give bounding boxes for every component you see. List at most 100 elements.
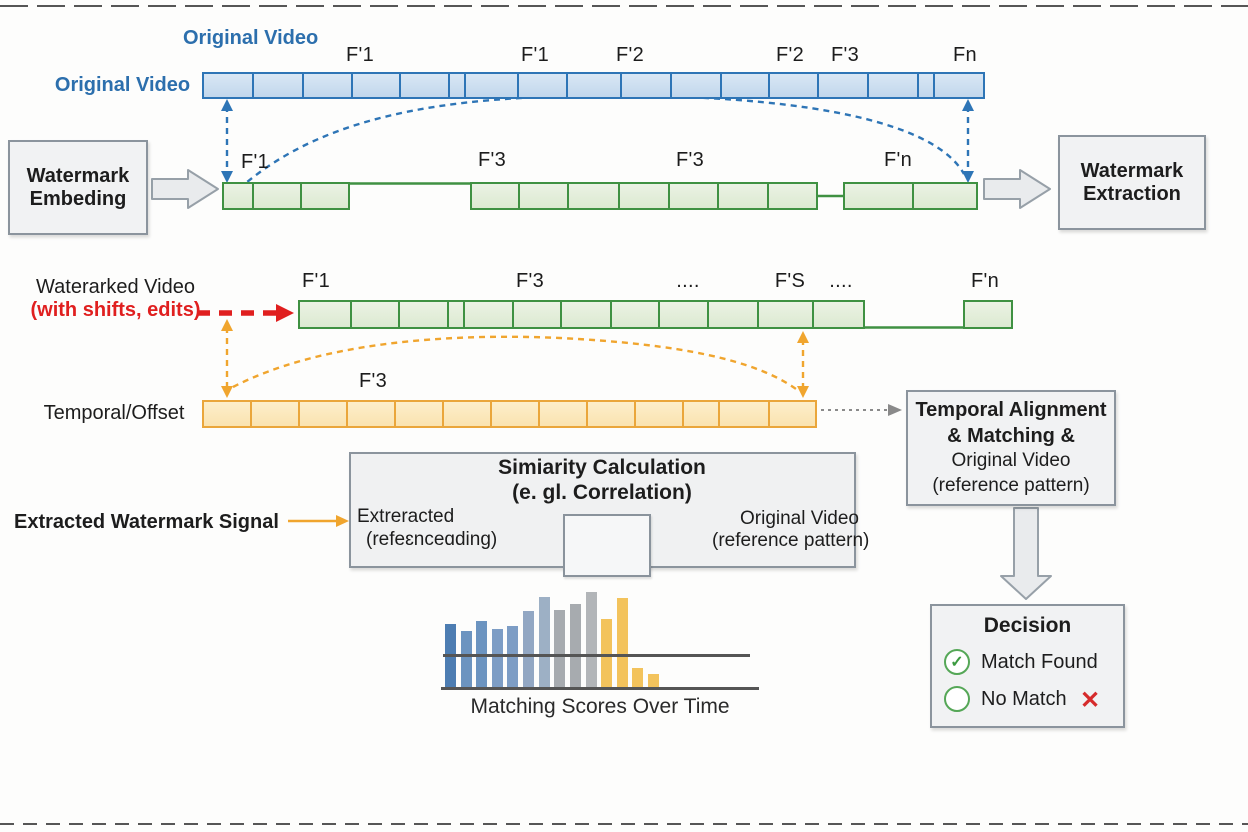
frame-cell: [512, 300, 562, 329]
chart-title: Matching Scores Over Time: [470, 695, 730, 718]
red-shift-arrow: [197, 304, 294, 322]
score-bar: [570, 604, 581, 688]
score-bar: [492, 629, 503, 688]
frame-label: F'3: [477, 149, 507, 171]
alignment-line2: & Matching &: [947, 425, 1075, 448]
frame-cell: [668, 182, 719, 210]
frame-gap-lines: [350, 182, 963, 329]
watermarked-video-label-black: Waterarked Video: [36, 276, 195, 298]
score-bar: [632, 668, 643, 688]
similarity-input-line2: (refeɛnceɑding): [366, 529, 498, 550]
score-bar: [617, 598, 628, 688]
dotted-connector: [821, 404, 902, 416]
frame-cell: [464, 72, 519, 99]
frame-cell: [442, 400, 492, 428]
embed-arrow: [151, 169, 219, 209]
empty-circle-icon: [944, 686, 970, 712]
blue-arrowheads: [221, 99, 974, 183]
watermarked-video-label: Waterarked Video (with shifts, edits): [8, 276, 223, 322]
check-glyph: ✓: [950, 654, 964, 671]
frame-label: F'n: [970, 270, 1000, 292]
decision-arrow: [1000, 507, 1052, 600]
frame-cell: [566, 72, 622, 99]
frame-cell: [620, 72, 672, 99]
threshold-line: [443, 654, 750, 657]
decision-no-match-label: No Match: [981, 688, 1067, 710]
frame-cell: [567, 182, 620, 210]
yellow-offset-arc: [232, 335, 797, 390]
frame-label: F'2: [775, 44, 805, 66]
alignment-line1: Temporal Alignment: [915, 399, 1107, 422]
extracted-signal-arrow: [288, 515, 349, 527]
frame-cell: [670, 72, 722, 99]
frame-cell: [586, 400, 636, 428]
alignment-line3: Original Video: [951, 450, 1071, 472]
frame-cell: [399, 72, 450, 99]
frame-cell: [707, 300, 759, 329]
blue-frame-sync-arrows: [225, 94, 970, 190]
frame-cell: [843, 182, 914, 210]
correlator-box: [563, 514, 651, 577]
decision-title: Decision: [983, 614, 1072, 637]
frame-cell: [350, 300, 400, 329]
score-bar: [648, 674, 659, 688]
frame-cell: [346, 400, 396, 428]
frame-label: ....: [676, 270, 700, 292]
score-bar: [507, 626, 518, 688]
frame-cell: [634, 400, 684, 428]
similarity-input-line1: Extreracted: [357, 506, 455, 527]
frame-label: F'3: [830, 44, 860, 66]
frame-label: F'S: [774, 270, 806, 292]
alignment-line4: (reference pattern): [932, 475, 1090, 496]
frame-cell: [222, 182, 254, 210]
extraction-line1: Watermark: [1080, 159, 1184, 182]
score-bar: [461, 631, 472, 688]
frame-cell: [963, 300, 1013, 329]
chart-baseline: [441, 687, 759, 690]
frame-cell: [717, 182, 769, 210]
blue-frame-mapping-arc: [238, 94, 966, 190]
frame-cell: [538, 400, 588, 428]
frame-cell: [394, 400, 444, 428]
frame-cell: [398, 300, 449, 329]
frame-label: F'3: [358, 370, 388, 392]
frame-cell: [300, 182, 350, 210]
frame-label: F'1: [520, 44, 550, 66]
watermark-extraction-box: Watermark Extraction: [1058, 135, 1206, 230]
similarity-reference-line1: Original Video: [740, 508, 860, 529]
frame-cell: [682, 400, 720, 428]
frame-cell: [298, 300, 352, 329]
frame-cell: [202, 400, 252, 428]
frame-cell: [718, 400, 770, 428]
frame-cell: [720, 72, 770, 99]
frame-cell: [517, 72, 568, 99]
block-arrows: [151, 169, 1052, 600]
frame-label: F'1: [345, 44, 375, 66]
frame-cell: [252, 72, 304, 99]
frame-cell: [302, 72, 353, 99]
frame-cell: [912, 182, 978, 210]
frame-cell: [610, 300, 660, 329]
embedding-line2: Embeding: [29, 187, 127, 210]
frame-cell: [470, 182, 520, 210]
frame-cell: [817, 72, 869, 99]
frame-label: F'3: [515, 270, 545, 292]
temporal-alignment-box: Temporal Alignment & Matching & Original…: [906, 390, 1116, 506]
frame-label: F'n: [883, 149, 913, 171]
score-bar: [523, 611, 534, 688]
frame-cell: [252, 182, 302, 210]
frame-cell: [351, 72, 401, 99]
frame-cell: [560, 300, 612, 329]
x-icon: ✕: [1080, 687, 1101, 714]
check-circle-icon: ✓: [944, 649, 970, 675]
frame-label: Fn: [953, 44, 977, 66]
frame-cell: [250, 400, 300, 428]
left-original-video-title: Original Video: [54, 74, 191, 96]
frame-label: F'1: [301, 270, 331, 292]
score-bar: [554, 610, 565, 688]
similarity-title-line2: (e. gl. Correlation): [512, 481, 692, 504]
frame-cell: [867, 72, 919, 99]
frame-label: F'2: [615, 44, 645, 66]
